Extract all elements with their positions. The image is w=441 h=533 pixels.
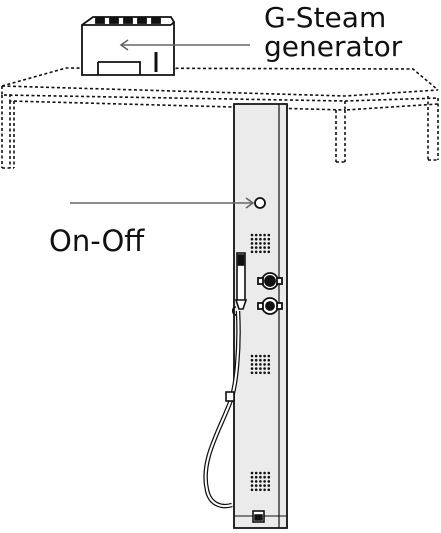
onoff-button-icon	[254, 197, 266, 209]
nozzle-dot	[267, 480, 271, 483]
nozzle-dot	[259, 475, 262, 479]
nozzle-dot	[267, 358, 271, 362]
nozzle-dot	[267, 242, 271, 245]
nozzle-dot	[267, 363, 271, 366]
nozzle-dot	[259, 233, 262, 237]
nozzle-dot	[259, 488, 262, 492]
nozzle-dot	[263, 488, 266, 492]
nozzle-dot	[267, 484, 271, 487]
nozzle-dot	[254, 358, 258, 362]
nozzle-dot	[263, 354, 266, 358]
nozzle-dot	[254, 250, 258, 254]
nozzle-dot	[250, 475, 254, 479]
knob-icon	[257, 272, 283, 315]
nozzle-dot	[267, 475, 271, 479]
nozzle-dot	[263, 233, 266, 237]
nozzle-dot	[254, 242, 258, 245]
nozzle-dot	[267, 471, 271, 475]
nozzle-dot	[250, 358, 254, 362]
nozzle-dot	[263, 475, 266, 479]
generator-label-line1: G-Steam	[264, 1, 387, 34]
nozzle-grid-icon	[250, 233, 271, 492]
outlet-icon	[252, 510, 265, 523]
nozzle-dot	[250, 471, 254, 475]
nozzle-dot	[263, 250, 266, 254]
nozzle-dot	[254, 471, 258, 475]
hose	[203, 306, 241, 509]
nozzle-dot	[259, 242, 262, 245]
nozzle-dot	[250, 233, 254, 237]
nozzle-dot	[259, 358, 262, 362]
nozzle-dot	[263, 471, 266, 475]
nozzle-dot	[263, 363, 266, 366]
nozzle-dot	[250, 363, 254, 366]
nozzle-dot	[267, 371, 271, 375]
nozzle-dot	[250, 246, 254, 249]
generator-label-line2: generator	[264, 30, 403, 63]
nozzle-dot	[259, 363, 262, 366]
nozzle-dot	[254, 488, 258, 492]
hose-holder	[225, 391, 235, 402]
nozzle-dot	[263, 371, 266, 375]
nozzle-dot	[254, 484, 258, 487]
nozzle-dot	[267, 367, 271, 370]
nozzle-dot	[250, 242, 254, 245]
nozzle-dot	[254, 233, 258, 237]
nozzle-dot	[254, 480, 258, 483]
nozzle-dot	[254, 363, 258, 366]
ceiling-frame	[1, 67, 439, 169]
onoff-label: On-Off	[49, 224, 145, 258]
nozzle-dot	[250, 250, 254, 254]
nozzle-dot	[254, 475, 258, 479]
nozzle-dot	[250, 480, 254, 483]
nozzle-dot	[259, 354, 262, 358]
nozzle-dot	[259, 480, 262, 483]
nozzle-dot	[263, 484, 266, 487]
nozzle-dot	[267, 488, 271, 492]
nozzle-dot	[263, 367, 266, 370]
nozzle-dot	[263, 237, 266, 241]
nozzle-dot	[254, 371, 258, 375]
nozzle-dot	[259, 484, 262, 487]
generator-arrow	[119, 39, 250, 51]
nozzle-dot	[250, 237, 254, 241]
nozzle-dot	[250, 367, 254, 370]
nozzle-dot	[250, 488, 254, 492]
nozzle-dot	[250, 484, 254, 487]
nozzle-dot	[250, 371, 254, 375]
shower-panel-icon	[233, 103, 288, 529]
nozzle-dot	[254, 367, 258, 370]
nozzle-dot	[263, 480, 266, 483]
nozzle-dot	[259, 250, 262, 254]
nozzle-dot	[267, 237, 271, 241]
nozzle-dot	[250, 354, 254, 358]
nozzle-dot	[267, 233, 271, 237]
hand-shower-icon	[234, 252, 248, 310]
nozzle-dot	[259, 371, 262, 375]
nozzle-dot	[259, 237, 262, 241]
nozzle-dot	[267, 354, 271, 358]
nozzle-dot	[267, 246, 271, 249]
onoff-arrow	[70, 197, 255, 209]
nozzle-dot	[263, 242, 266, 245]
nozzle-dot	[259, 471, 262, 475]
nozzle-dot	[263, 358, 266, 362]
nozzle-dot	[267, 250, 271, 254]
nozzle-dot	[254, 246, 258, 249]
nozzle-dot	[254, 354, 258, 358]
nozzle-dot	[259, 246, 262, 249]
nozzle-dot	[254, 237, 258, 241]
nozzle-dot	[259, 367, 262, 370]
nozzle-dot	[263, 246, 266, 249]
steam-generator-icon	[81, 16, 175, 76]
